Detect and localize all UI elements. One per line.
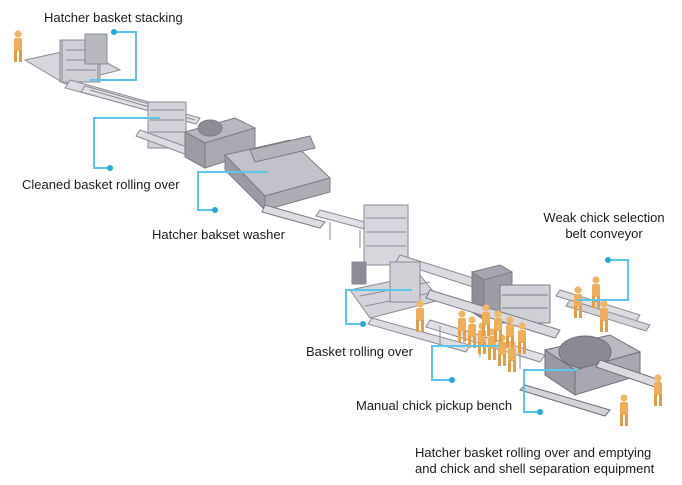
label-weak-line-1: Weak chick selection	[543, 210, 665, 225]
leader-lines	[90, 31, 629, 413]
separation-drum	[519, 334, 661, 417]
label-emptying-separation: Hatcher basket rolling over and emptying…	[415, 445, 654, 477]
leader-stacking	[90, 31, 137, 81]
label-emptying-line-2: and chick and shell separation equipment	[415, 461, 655, 476]
label-weak-chick-selection: Weak chick selection belt conveyor	[536, 210, 672, 242]
leader-dots	[107, 29, 611, 415]
label-basket-rolling-over: Basket rolling over	[306, 344, 413, 359]
label-hatcher-basket-washer: Hatcher bakset washer	[152, 227, 285, 242]
leader-emptying	[523, 369, 578, 413]
leader-weak	[578, 259, 629, 301]
tower-frame	[363, 204, 481, 289]
leader-rolling	[345, 289, 412, 325]
label-hatcher-basket-stacking: Hatcher basket stacking	[44, 10, 183, 25]
label-manual-chick-pickup-bench: Manual chick pickup bench	[356, 398, 513, 413]
leader-cleaned	[93, 117, 160, 169]
stacking-module	[23, 33, 161, 113]
label-weak-line-2: belt conveyor	[565, 226, 643, 241]
washer-module	[183, 117, 331, 229]
cleaned-rolling-module	[135, 101, 196, 157]
basket-rolling-module	[349, 261, 471, 353]
leader-pickup	[431, 345, 500, 381]
label-cleaned-basket-rolling-over: Cleaned basket rolling over	[22, 177, 180, 192]
rolling-emptying-tower	[425, 264, 561, 339]
leader-washer	[197, 171, 268, 211]
label-emptying-line-1: Hatcher basket rolling over and emptying	[415, 445, 652, 460]
